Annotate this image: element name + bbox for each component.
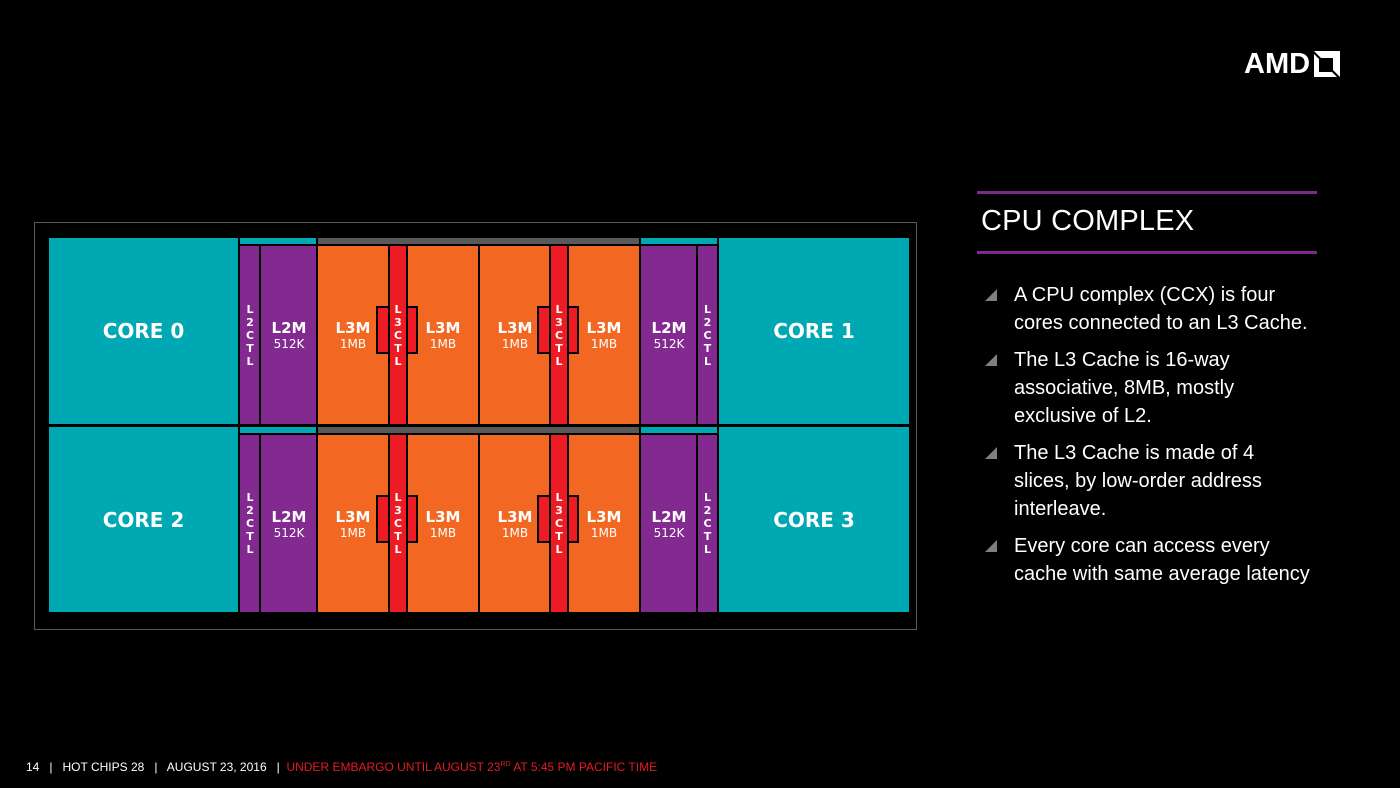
l3m-size: 1MB bbox=[501, 337, 529, 351]
bullet-text: Every core can access every cache with s… bbox=[1014, 535, 1310, 585]
l2m-name: L2M bbox=[271, 507, 307, 526]
title-rule-bottom bbox=[977, 251, 1317, 254]
title-rule-top bbox=[977, 191, 1317, 194]
l3m-name: L3M bbox=[497, 507, 533, 526]
event-name: HOT CHIPS 28 bbox=[62, 760, 145, 774]
footer: 14 | HOT CHIPS 28 | AUGUST 23, 2016 | UN… bbox=[26, 760, 657, 774]
bullet-item: A CPU complex (CCX) is four cores connec… bbox=[985, 281, 1315, 337]
bullet-triangle-icon bbox=[985, 354, 997, 366]
l3m-size: 1MB bbox=[429, 525, 457, 540]
panel-title: CPU COMPLEX bbox=[981, 205, 1195, 237]
l3m-name: L3M bbox=[425, 507, 461, 526]
bullet-triangle-icon bbox=[985, 540, 997, 552]
event-date: AUGUST 23, 2016 bbox=[166, 760, 267, 774]
l2m-name: L2M bbox=[651, 507, 687, 526]
l2m-name: L2M bbox=[271, 319, 307, 337]
bullet-list: A CPU complex (CCX) is four cores connec… bbox=[985, 281, 1315, 597]
l2m-size: 512K bbox=[273, 337, 305, 351]
bullet-text: The L3 Cache is 16-way associative, 8MB,… bbox=[1014, 349, 1235, 427]
l3m-size: 1MB bbox=[501, 525, 529, 540]
core-block: CORE 3 bbox=[717, 425, 911, 614]
core-label: CORE 1 bbox=[773, 319, 855, 343]
l2m-name: L2M bbox=[651, 319, 687, 337]
l3m-size: 1MB bbox=[339, 525, 367, 540]
l3m-name: L3M bbox=[335, 319, 371, 337]
l2ctl-label: L2CTL bbox=[245, 302, 255, 368]
l3m-size: 1MB bbox=[339, 337, 367, 351]
l3m-size: 1MB bbox=[590, 337, 618, 351]
l2ctl-label: L2CTL bbox=[703, 491, 712, 556]
l3m-name: L3M bbox=[586, 507, 622, 526]
core-block: CORE 2 bbox=[47, 425, 240, 614]
logo-text: AMD bbox=[1244, 48, 1311, 80]
core-label: CORE 3 bbox=[773, 507, 855, 532]
bullet-item: Every core can access every cache with s… bbox=[985, 532, 1315, 588]
bullet-text: The L3 Cache is made of 4 slices, by low… bbox=[1014, 442, 1262, 520]
l2ctl-block: L2CTL bbox=[238, 244, 262, 426]
embargo-sup: RD bbox=[500, 761, 511, 768]
l3m-name: L3M bbox=[425, 319, 461, 337]
core-block: CORE 1 bbox=[717, 236, 911, 426]
l3ctl-block: L3CTL bbox=[388, 433, 408, 614]
l2ctl-block: L2CTL bbox=[696, 244, 719, 426]
embargo-post: AT 5:45 PM PACIFIC TIME bbox=[510, 760, 658, 774]
l3ctl-label: L3CTL bbox=[393, 491, 403, 556]
bullet-text: A CPU complex (CCX) is four cores connec… bbox=[1014, 284, 1308, 334]
l2ctl-block: L2CTL bbox=[696, 433, 719, 614]
bullet-item: The L3 Cache is made of 4 slices, by low… bbox=[985, 439, 1315, 523]
core-label: CORE 2 bbox=[102, 507, 185, 532]
l3m-name: L3M bbox=[497, 319, 533, 337]
l3m-name: L3M bbox=[335, 507, 371, 526]
l2ctl-label: L2CTL bbox=[703, 302, 712, 368]
l2m-size: 512K bbox=[653, 337, 685, 351]
l3ctl-block: L3CTL bbox=[549, 244, 569, 426]
l3ctl-block: L3CTL bbox=[388, 244, 408, 426]
l2ctl-label: L2CTL bbox=[245, 491, 255, 556]
l3m-size: 1MB bbox=[590, 525, 618, 540]
l3ctl-label: L3CTL bbox=[393, 302, 403, 368]
amd-logo: AMD bbox=[1244, 48, 1341, 80]
footer-separator: | bbox=[42, 760, 60, 774]
l3ctl-block: L3CTL bbox=[549, 433, 569, 614]
amd-arrow-icon bbox=[1314, 51, 1341, 77]
page-number: 14 bbox=[26, 760, 40, 774]
l3ctl-label: L3CTL bbox=[554, 302, 564, 368]
l3m-size: 1MB bbox=[429, 337, 457, 351]
core-block: CORE 0 bbox=[47, 236, 240, 426]
l3ctl-label: L3CTL bbox=[554, 491, 564, 556]
footer-separator: | bbox=[147, 760, 165, 774]
bullet-triangle-icon bbox=[985, 447, 997, 459]
core-label: CORE 0 bbox=[102, 319, 185, 343]
bullet-triangle-icon bbox=[985, 289, 997, 301]
footer-separator: | bbox=[269, 760, 284, 774]
l2m-size: 512K bbox=[653, 525, 685, 540]
embargo-pre: UNDER EMBARGO UNTIL AUGUST 23 bbox=[286, 760, 501, 774]
l3m-name: L3M bbox=[586, 319, 622, 337]
embargo-notice: UNDER EMBARGO UNTIL AUGUST 23RD AT 5:45 … bbox=[286, 760, 657, 774]
bullet-item: The L3 Cache is 16-way associative, 8MB,… bbox=[985, 346, 1315, 430]
l2m-size: 512K bbox=[273, 525, 305, 540]
